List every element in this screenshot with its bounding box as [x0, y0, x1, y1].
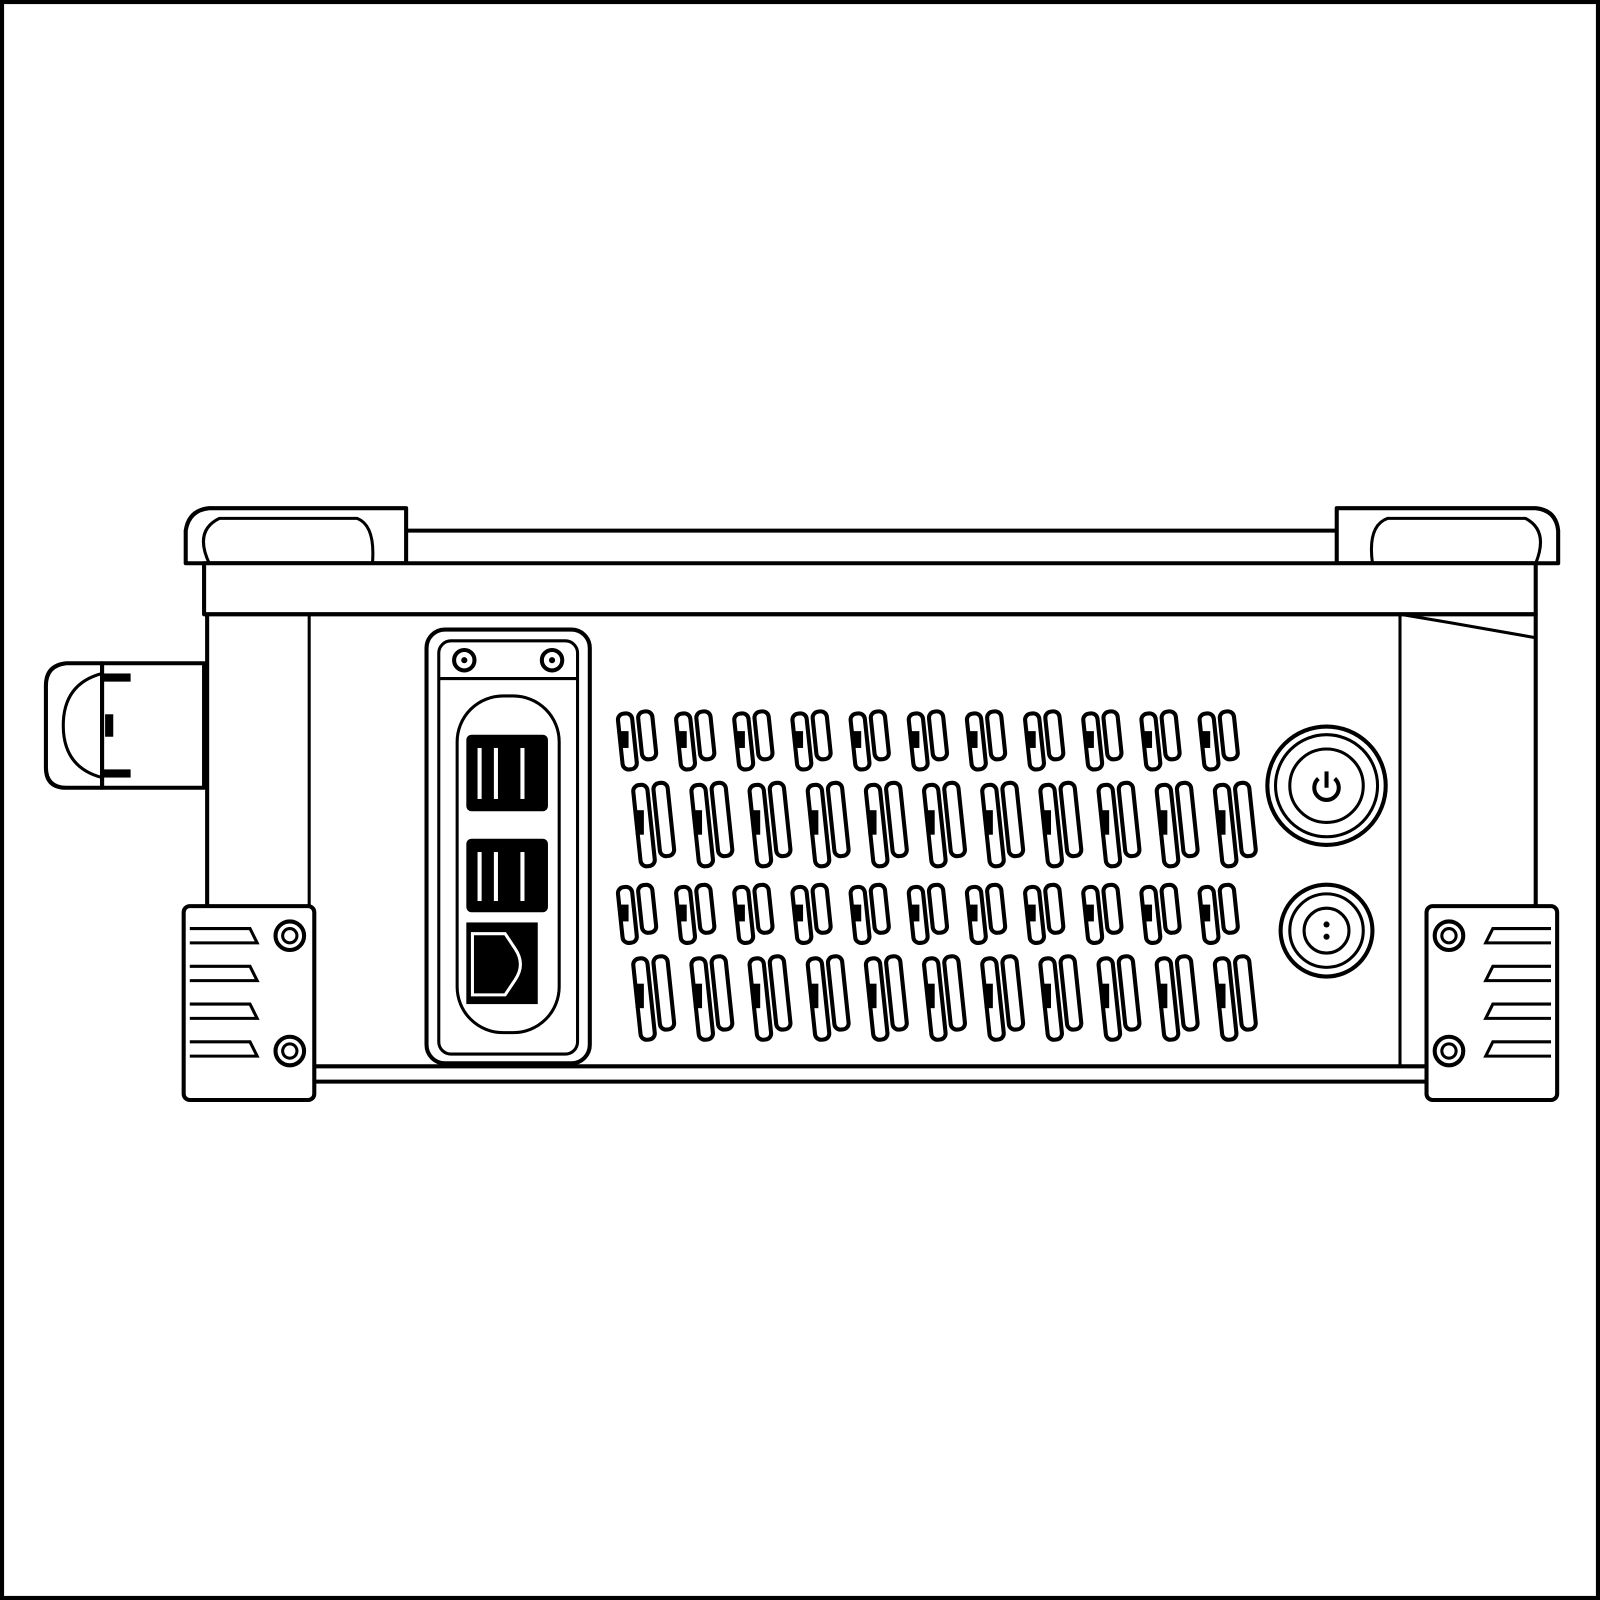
- io-panel: [424, 627, 592, 1066]
- vent-slot-icon: [615, 709, 659, 772]
- corner-foot-right: [1424, 904, 1560, 1103]
- power-icon: [1312, 771, 1341, 802]
- vent-grille: [615, 709, 1258, 1042]
- vent-slot-icon: [922, 780, 967, 869]
- vent-slot-icon: [1139, 709, 1182, 772]
- handle[interactable]: [43, 661, 207, 790]
- screw-icon: [1432, 1034, 1466, 1068]
- vent-slot-icon: [805, 954, 851, 1042]
- vent-slot-icon: [848, 709, 891, 772]
- vent-slot-icon: [1081, 709, 1124, 772]
- screw-icon: [539, 647, 565, 673]
- vent-slot-icon: [790, 882, 833, 946]
- vent-slot-icon: [631, 780, 677, 869]
- vent-slot-icon: [1096, 780, 1142, 869]
- vent-slot-icon: [906, 709, 950, 772]
- power-button[interactable]: [1265, 724, 1388, 847]
- vent-slot-icon: [790, 709, 833, 772]
- vent-slot-icon: [1038, 780, 1084, 869]
- screw-icon: [452, 647, 477, 673]
- dc-power-connector-icon[interactable]: [1278, 882, 1375, 979]
- corner-foot-left: [181, 904, 317, 1103]
- vent-slot-icon: [1038, 954, 1084, 1042]
- vent-slot-icon: [1212, 954, 1258, 1042]
- usb-port-icon[interactable]: [466, 838, 548, 913]
- vent-slot-icon: [674, 709, 717, 772]
- vent-slot-icon: [689, 780, 735, 869]
- vent-slot-icon: [805, 780, 851, 869]
- screw-icon: [1432, 919, 1466, 953]
- corner-bumper-right: [1334, 506, 1561, 566]
- vent-slot-icon: [747, 954, 793, 1042]
- vent-slot-icon: [689, 954, 735, 1042]
- screw-icon: [273, 1034, 307, 1068]
- vent-slot-icon: [1154, 780, 1200, 869]
- vent-slot-icon: [747, 780, 793, 869]
- vent-slot-icon: [964, 882, 1008, 946]
- vent-slot-icon: [732, 709, 775, 772]
- vent-slot-icon: [1096, 954, 1142, 1042]
- corner-bumper-left: [183, 506, 409, 566]
- vent-slot-icon: [964, 709, 1008, 772]
- vent-slot-icon: [1197, 882, 1240, 946]
- vent-slot-icon: [1212, 780, 1258, 869]
- vent-slot-icon: [863, 954, 909, 1042]
- vent-slot-icon: [906, 882, 950, 946]
- vent-slot-icon: [848, 882, 891, 946]
- vent-slot-icon: [1081, 882, 1124, 946]
- top-lid: [183, 506, 1561, 617]
- vent-slot-icon: [1154, 954, 1200, 1042]
- usb-port-icon[interactable]: [466, 734, 548, 812]
- vent-slot-icon: [922, 954, 967, 1042]
- vent-slot-icon: [980, 954, 1026, 1042]
- ethernet-port-icon[interactable]: [466, 922, 538, 1005]
- screw-icon: [273, 919, 307, 953]
- vent-slot-icon: [863, 780, 909, 869]
- vent-slot-icon: [615, 882, 659, 946]
- vent-slot-icon: [674, 882, 717, 946]
- vent-slot-icon: [1023, 882, 1066, 946]
- vent-slot-icon: [980, 780, 1026, 869]
- vent-slot-icon: [732, 882, 775, 946]
- vent-slot-icon: [1023, 709, 1066, 772]
- vent-slot-icon: [1139, 882, 1182, 946]
- vent-slot-icon: [1197, 709, 1240, 772]
- vent-slot-icon: [631, 954, 677, 1042]
